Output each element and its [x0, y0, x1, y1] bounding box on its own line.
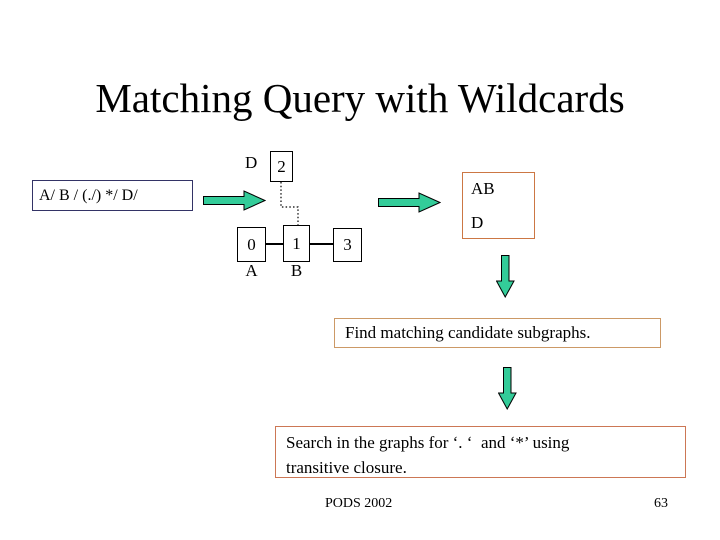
tree-node-0: 0 — [237, 227, 266, 262]
tree-node-0-id: 0 — [247, 234, 256, 254]
find-candidates-box: Find matching candidate subgraphs. — [334, 318, 661, 348]
label-set-line-2: D — [471, 213, 484, 232]
arrow-right-icon — [203, 190, 266, 211]
find-candidates-text: Find matching candidate subgraphs. — [345, 323, 591, 342]
tree-node-0-label: A — [245, 261, 258, 280]
arrow-down-icon — [498, 367, 517, 410]
arrow-right-icon — [378, 192, 441, 213]
search-description-line-1: Search in the graphs for ‘. ‘ and ‘*’ us… — [286, 433, 570, 452]
label-set-line-1: AB — [471, 179, 495, 198]
footer-conference: PODS 2002 — [325, 496, 393, 511]
footer-page-number: 63 — [654, 496, 668, 511]
edge-0-to-1 — [265, 243, 283, 245]
tree-node-1-id: 1 — [292, 233, 301, 253]
tree-node-2-id: 2 — [277, 156, 286, 176]
search-description-box: Search in the graphs for ‘. ‘ and ‘*’ us… — [275, 426, 686, 478]
query-expression-text: A/ B / (./) */ D/ — [39, 187, 138, 204]
tree-node-1: 1 — [283, 225, 310, 262]
query-expression-box: A/ B / (./) */ D/ — [32, 180, 193, 211]
tree-edge-label-d: D — [245, 153, 258, 172]
dotted-edge-2-to-1 — [280, 182, 299, 227]
arrow-down-icon — [496, 255, 515, 298]
label-set-box: AB D — [462, 172, 535, 239]
tree-node-3: 3 — [333, 228, 362, 262]
tree-node-1-label: B — [290, 261, 303, 280]
edge-1-to-3 — [309, 243, 333, 245]
tree-node-2: 2 — [270, 151, 293, 182]
tree-node-3-id: 3 — [343, 235, 352, 254]
slide-title: Matching Query with Wildcards — [95, 75, 625, 121]
search-description-line-2: transitive closure. — [286, 458, 407, 477]
